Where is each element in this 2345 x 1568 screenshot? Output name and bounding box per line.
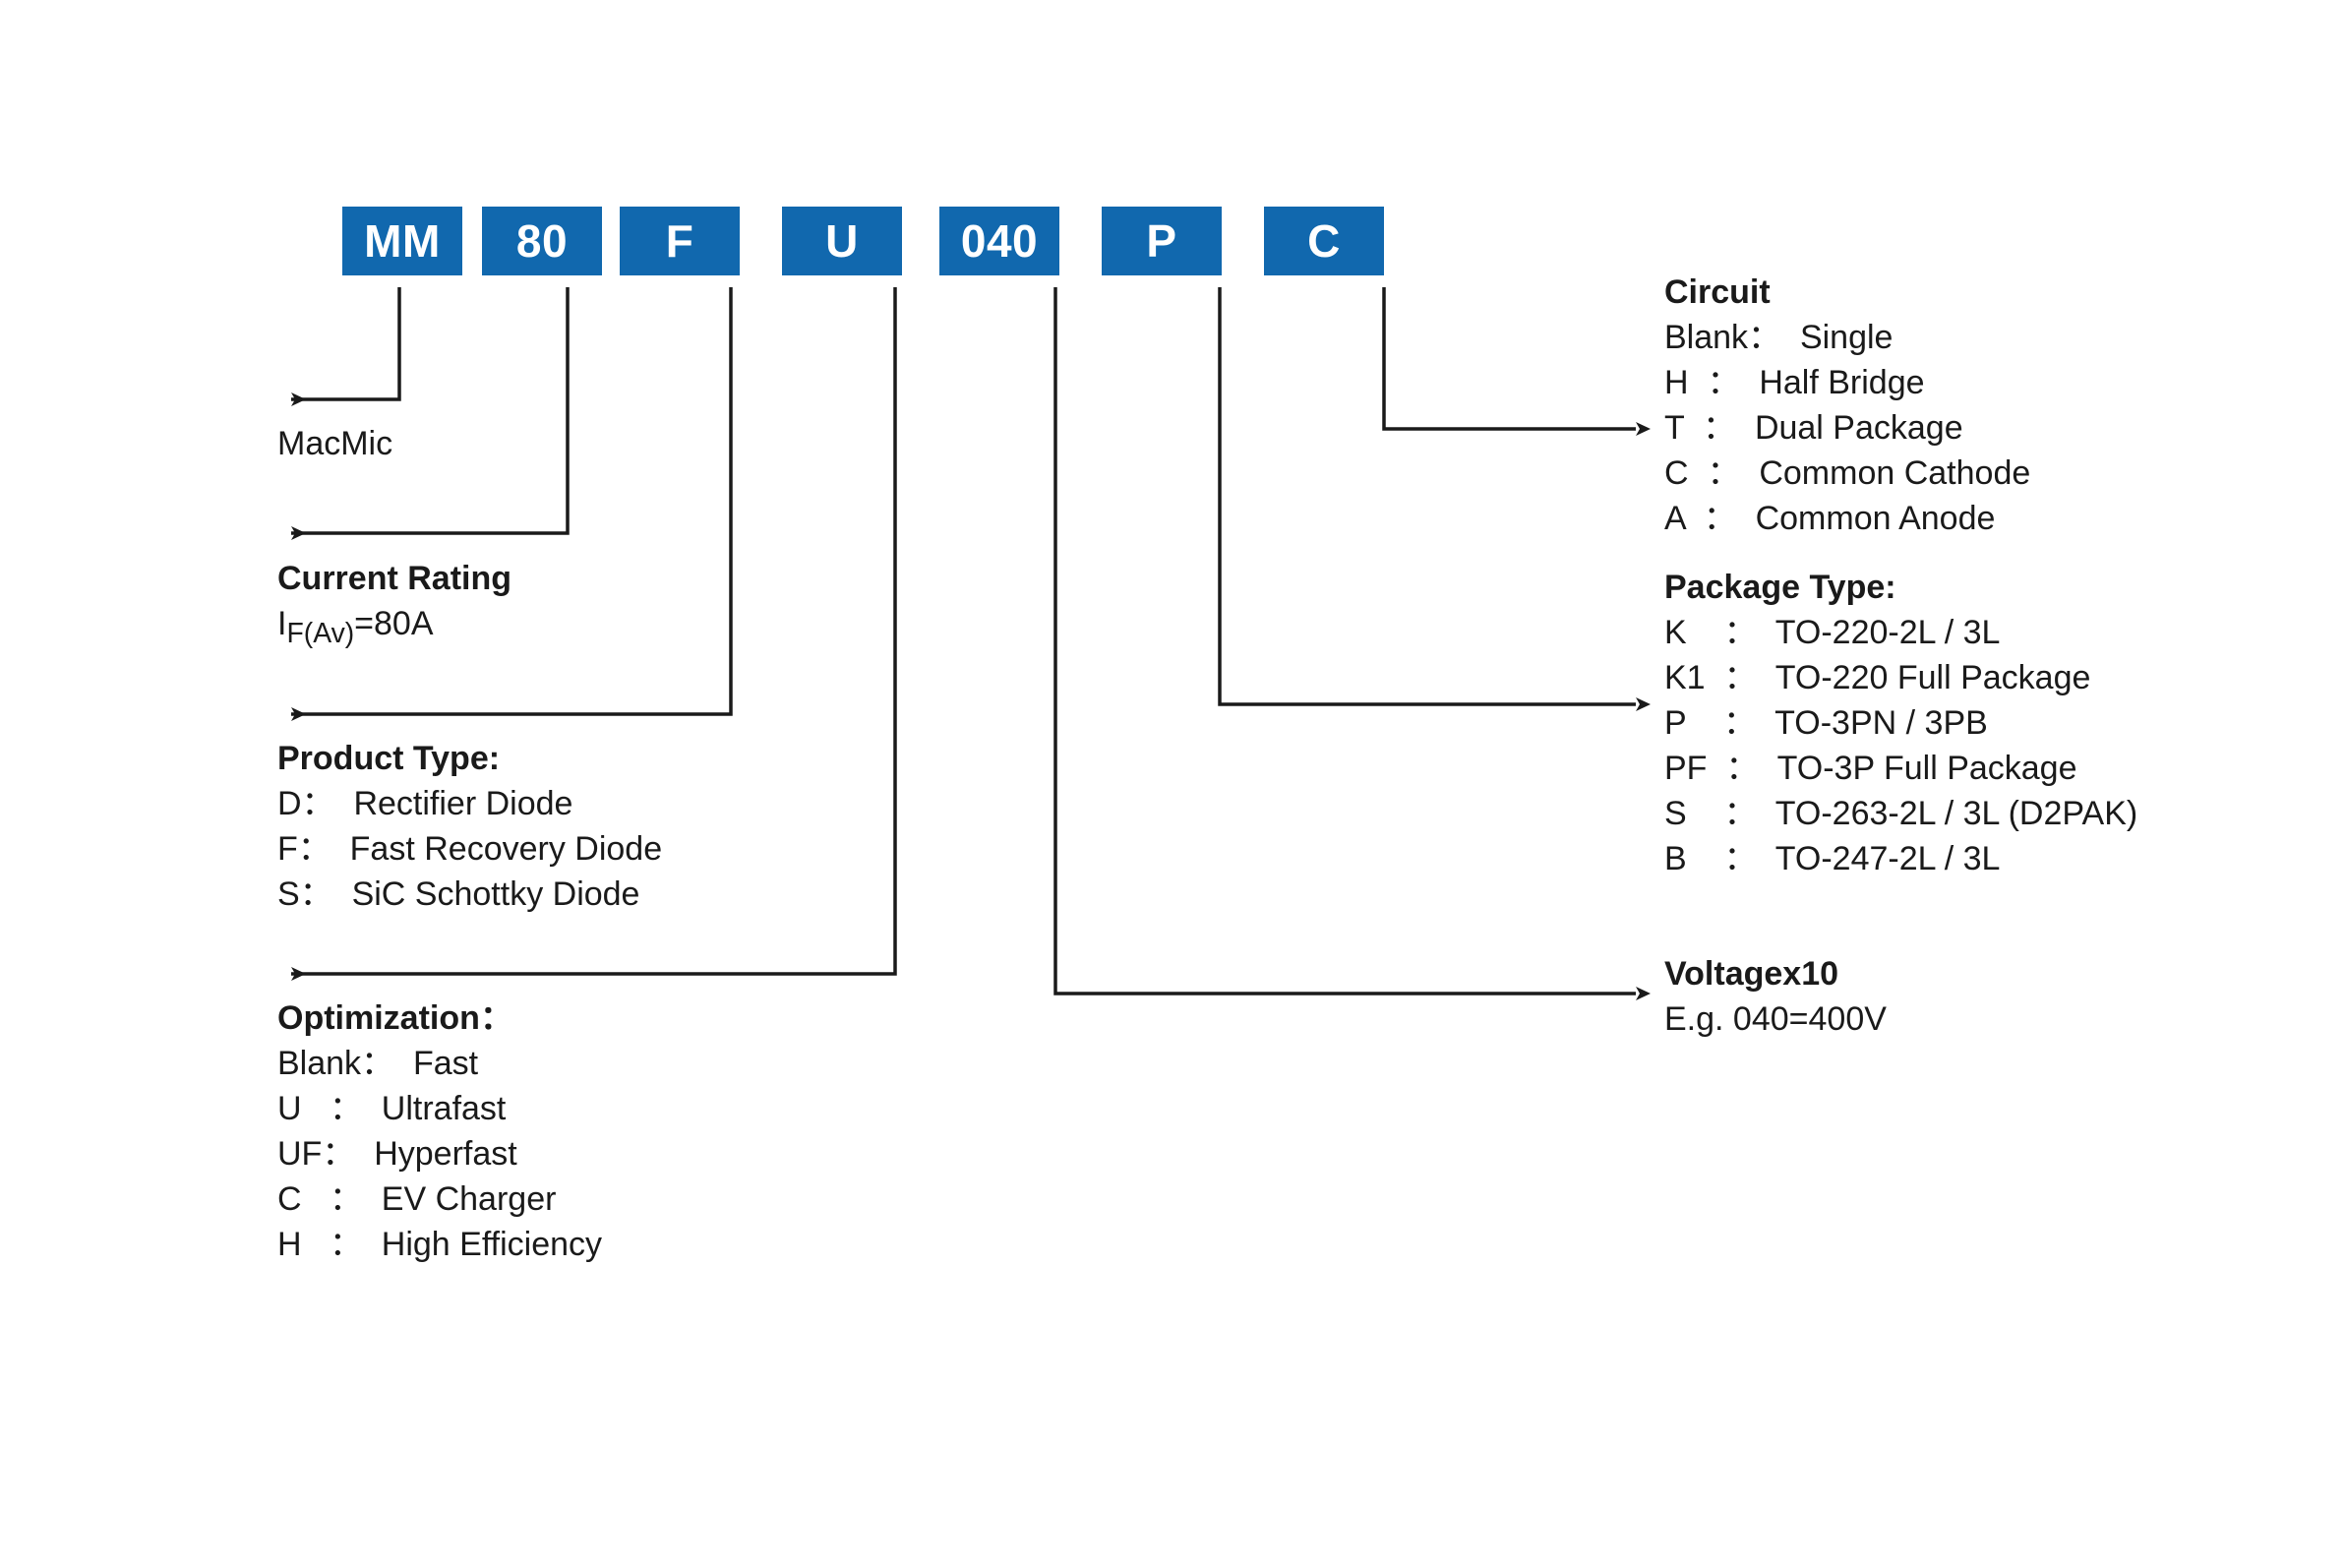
legend-circuit-row: H ： Half Bridge [1664, 364, 1925, 401]
legend-product-type-row: D： Rectifier Diode [277, 785, 573, 822]
legend-optimization-row: U ： Ultrafast [277, 1090, 507, 1127]
legend-voltage-row: E.g. 040=400V [1664, 1000, 1887, 1038]
code-box-product-type[interactable]: F [620, 207, 740, 275]
legend-package-type-heading: Package Type: [1664, 569, 1896, 606]
legend-package-type-row: K1 ： TO-220 Full Package [1664, 659, 2091, 696]
legend-optimization-row: C ： EV Charger [277, 1180, 557, 1218]
code-box-manufacturer[interactable]: MM [342, 207, 462, 275]
legend-circuit-row: Blank： Single [1664, 319, 1894, 356]
legend-optimization-row: UF： Hyperfast [277, 1135, 517, 1173]
code-box-package[interactable]: P [1102, 207, 1222, 275]
wire-manufacturer [291, 287, 401, 406]
legend-manufacturer-label: MacMic [277, 425, 393, 462]
legend-package-type-row: B ： TO-247-2L / 3L [1664, 840, 2001, 877]
current-subscript: F(Av) [286, 617, 355, 649]
code-box-optimization[interactable]: U [782, 207, 902, 275]
wire-circuit [1382, 287, 1651, 436]
wire-current-rating [291, 287, 570, 540]
legend-circuit-heading: Circuit [1664, 273, 1771, 311]
wire-optimization [291, 287, 897, 981]
current-value: =80A [354, 605, 434, 642]
legend-voltage-heading: Voltagex10 [1664, 955, 1839, 993]
legend-optimization-row: H ： High Efficiency [277, 1226, 603, 1263]
legend-package-type-row: S ： TO-263-2L / 3L (D2PAK) [1664, 795, 2138, 832]
legend-optimization: Optimization： Blank： Fast U ： Ultrafast … [277, 995, 602, 1267]
legend-package-type-row: K ： TO-220-2L / 3L [1664, 614, 2001, 651]
legend-circuit: Circuit Blank： Single H ： Half Bridge T … [1664, 270, 2030, 541]
legend-optimization-heading: Optimization： [277, 999, 513, 1037]
legend-package-type-row: PF ： TO-3P Full Package [1664, 750, 2077, 787]
legend-current-rating-heading: Current Rating [277, 560, 511, 597]
legend-package-type: Package Type: K ： TO-220-2L / 3L K1 ： TO… [1664, 565, 2137, 881]
current-symbol: I [277, 605, 287, 642]
legend-circuit-row: C ： Common Cathode [1664, 454, 2031, 492]
legend-product-type-row: S： SiC Schottky Diode [277, 875, 640, 913]
legend-current-rating-value: IF(Av)=80A [277, 601, 511, 656]
code-box-circuit[interactable]: C [1264, 207, 1384, 275]
legend-circuit-row: T ： Dual Package [1664, 409, 1963, 447]
wire-package-type [1218, 287, 1651, 711]
wire-voltage [1053, 287, 1651, 1000]
legend-package-type-row: P ： TO-3PN / 3PB [1664, 704, 1988, 742]
code-box-voltage[interactable]: 040 [939, 207, 1059, 275]
wire-product-type [291, 287, 733, 721]
legend-optimization-row: Blank： Fast [277, 1045, 479, 1082]
legend-voltage: Voltagex10 E.g. 040=400V [1664, 951, 1887, 1042]
legend-current-rating: Current Rating IF(Av)=80A [277, 556, 511, 656]
legend-circuit-row: A ： Common Anode [1664, 500, 1996, 537]
code-box-current[interactable]: 80 [482, 207, 602, 275]
legend-product-type-heading: Product Type: [277, 740, 501, 777]
legend-product-type-row: F： Fast Recovery Diode [277, 830, 663, 868]
legend-product-type: Product Type: D： Rectifier Diode F： Fast… [277, 736, 662, 917]
